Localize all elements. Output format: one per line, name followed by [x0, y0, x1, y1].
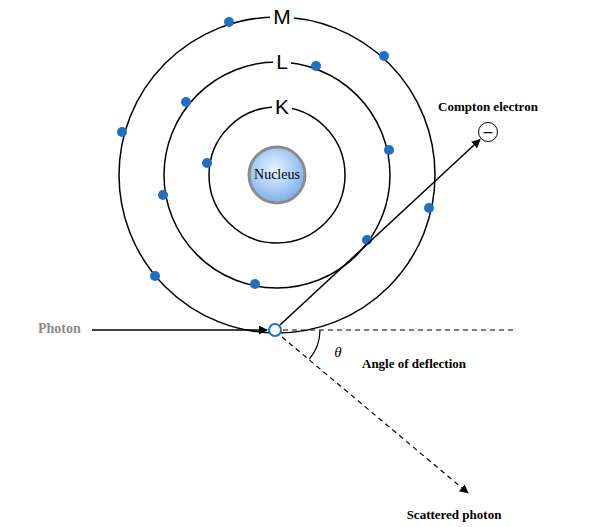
angle-arc — [309, 330, 320, 359]
electron-dot — [150, 271, 160, 281]
shell-m — [119, 17, 435, 333]
electron-dot — [250, 279, 260, 289]
electron-dot — [384, 145, 394, 155]
electrons — [117, 17, 434, 289]
electron-path-arrow — [280, 140, 480, 326]
electron-dot — [117, 127, 127, 137]
nucleus-label: Nucleus — [254, 167, 300, 183]
angle-label: Angle of deflection — [362, 357, 466, 371]
angle-symbol: θ — [334, 344, 341, 361]
shell-k — [209, 107, 345, 243]
scattered-photon-label: Scattered photon — [407, 508, 502, 522]
electron-dot — [181, 97, 191, 107]
electron-charge: − — [478, 122, 498, 142]
incident-photon-arrow — [92, 329, 267, 331]
ejected-electron-vacancy — [269, 324, 281, 336]
electron-dot — [202, 158, 212, 168]
nucleus-circle: Nucleus — [247, 145, 307, 205]
photon-label: Photon — [38, 321, 81, 336]
electron-dot — [424, 203, 434, 213]
compton-electron: Compton electron − — [438, 100, 538, 142]
electron-dot — [224, 17, 234, 27]
shell-label: M — [270, 5, 294, 28]
electron-dot — [379, 51, 389, 61]
electron-shells — [119, 17, 435, 333]
electron-dot — [311, 61, 321, 71]
shell-label: L — [273, 50, 291, 73]
electron-dot — [158, 190, 168, 200]
reference-dashed-line — [283, 329, 515, 330]
shell-label: K — [272, 95, 292, 118]
scattered-photon-arrow — [282, 337, 468, 493]
electron-heading: Compton electron — [438, 100, 538, 114]
nucleus-shape — [249, 147, 305, 203]
